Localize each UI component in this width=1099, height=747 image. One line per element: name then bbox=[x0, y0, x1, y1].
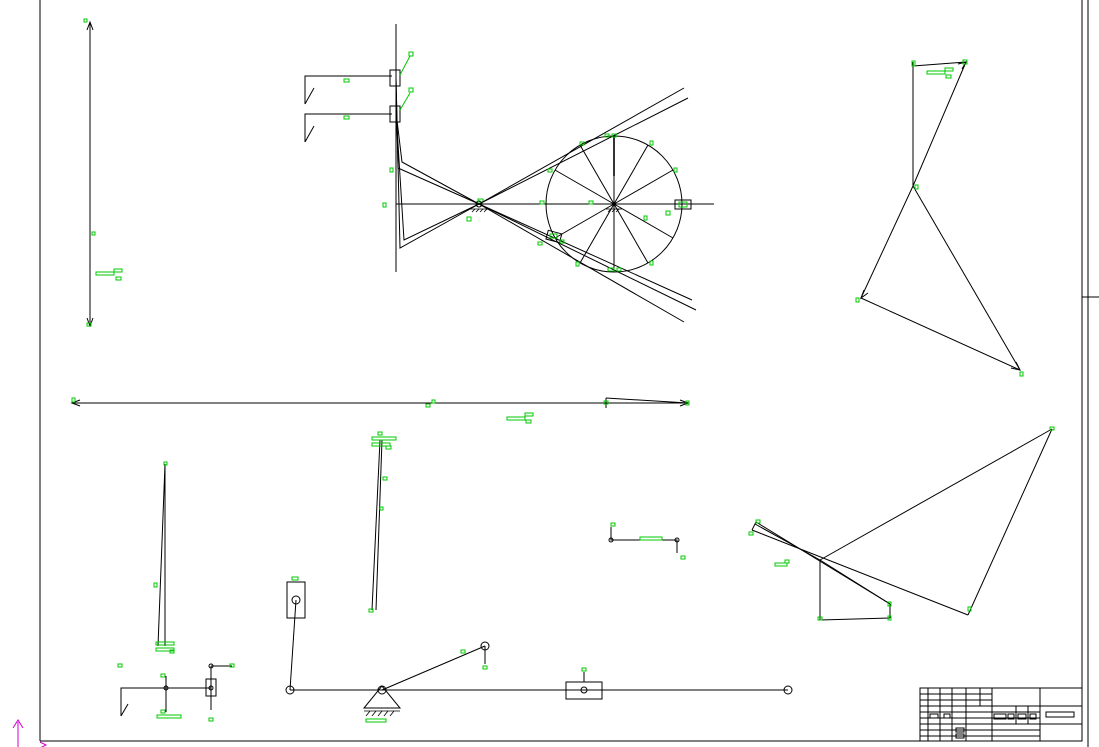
small-link-segment[interactable] bbox=[608, 522, 686, 560]
cam-wheel-mechanism[interactable] bbox=[304, 24, 714, 323]
small-follower-mechanism[interactable] bbox=[117, 663, 235, 722]
vector-polygon-lower-right[interactable] bbox=[748, 426, 1055, 621]
title-block[interactable] bbox=[919, 687, 1083, 742]
vector-thin-middle[interactable] bbox=[368, 431, 397, 613]
velocity-vector-horizontal[interactable] bbox=[70, 397, 690, 424]
sheet-border bbox=[39, 0, 1099, 747]
slider-block-icon bbox=[565, 667, 603, 700]
ucs-icon[interactable] bbox=[12, 719, 48, 747]
crank-slider-linkage[interactable] bbox=[285, 576, 793, 723]
ground-pivot-icon bbox=[362, 685, 402, 723]
velocity-vector-vertical[interactable] bbox=[83, 18, 123, 328]
vector-polygon-top-right[interactable] bbox=[855, 59, 1024, 377]
vector-thin-left[interactable] bbox=[153, 461, 175, 654]
